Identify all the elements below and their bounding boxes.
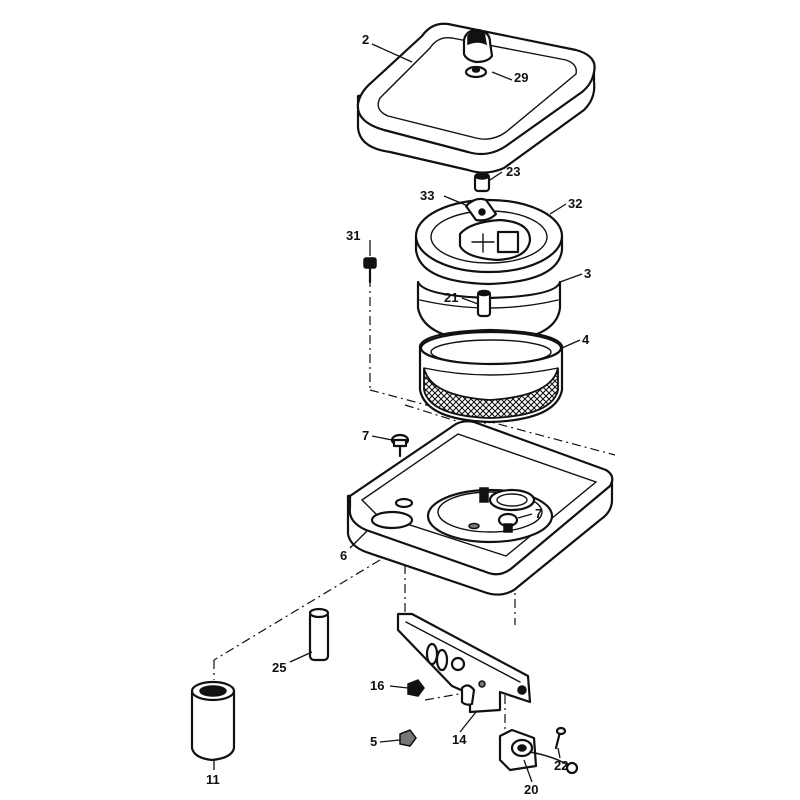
- callout-16: 16: [370, 678, 384, 693]
- air-cleaner-base: [346, 420, 614, 596]
- screw-22: [554, 726, 567, 750]
- bracket-14: [396, 612, 532, 714]
- callout-32: 32: [568, 196, 582, 211]
- callout-3: 3: [584, 266, 591, 281]
- callout-5: 5: [370, 734, 377, 749]
- callout-2: 2: [362, 32, 369, 47]
- leader-lines: [213, 43, 583, 783]
- air-cleaner-cover: [356, 22, 596, 174]
- callout-7-base: 7: [535, 506, 542, 521]
- nut-16: [407, 679, 425, 697]
- pre-cleaner-3: [416, 280, 562, 344]
- callout-29: 29: [514, 70, 528, 85]
- callout-23: 23: [506, 164, 520, 179]
- callout-7-top: 7: [362, 428, 369, 443]
- callout-labels: 2 29 23 33 32 31 3 21 4 7 7 6 25 16 5 14…: [206, 32, 591, 797]
- callout-4: 4: [582, 332, 590, 347]
- spacer-23: [473, 172, 491, 193]
- screw-31: [363, 257, 377, 284]
- callout-11: 11: [206, 772, 220, 787]
- callout-22: 22: [554, 758, 568, 773]
- hose-11: [190, 680, 236, 762]
- callout-14: 14: [452, 732, 467, 747]
- clip-20: [498, 728, 579, 775]
- callout-31: 31: [346, 228, 360, 243]
- callout-25: 25: [272, 660, 286, 675]
- callout-20: 20: [524, 782, 538, 797]
- top-plate-32: [414, 197, 564, 286]
- callout-21: 21: [444, 290, 458, 305]
- nut-5: [399, 729, 417, 747]
- callout-33: 33: [420, 188, 434, 203]
- filter-element-4: [418, 328, 564, 424]
- screw-7: [390, 433, 410, 458]
- callout-6: 6: [340, 548, 347, 563]
- tube-25: [308, 607, 330, 662]
